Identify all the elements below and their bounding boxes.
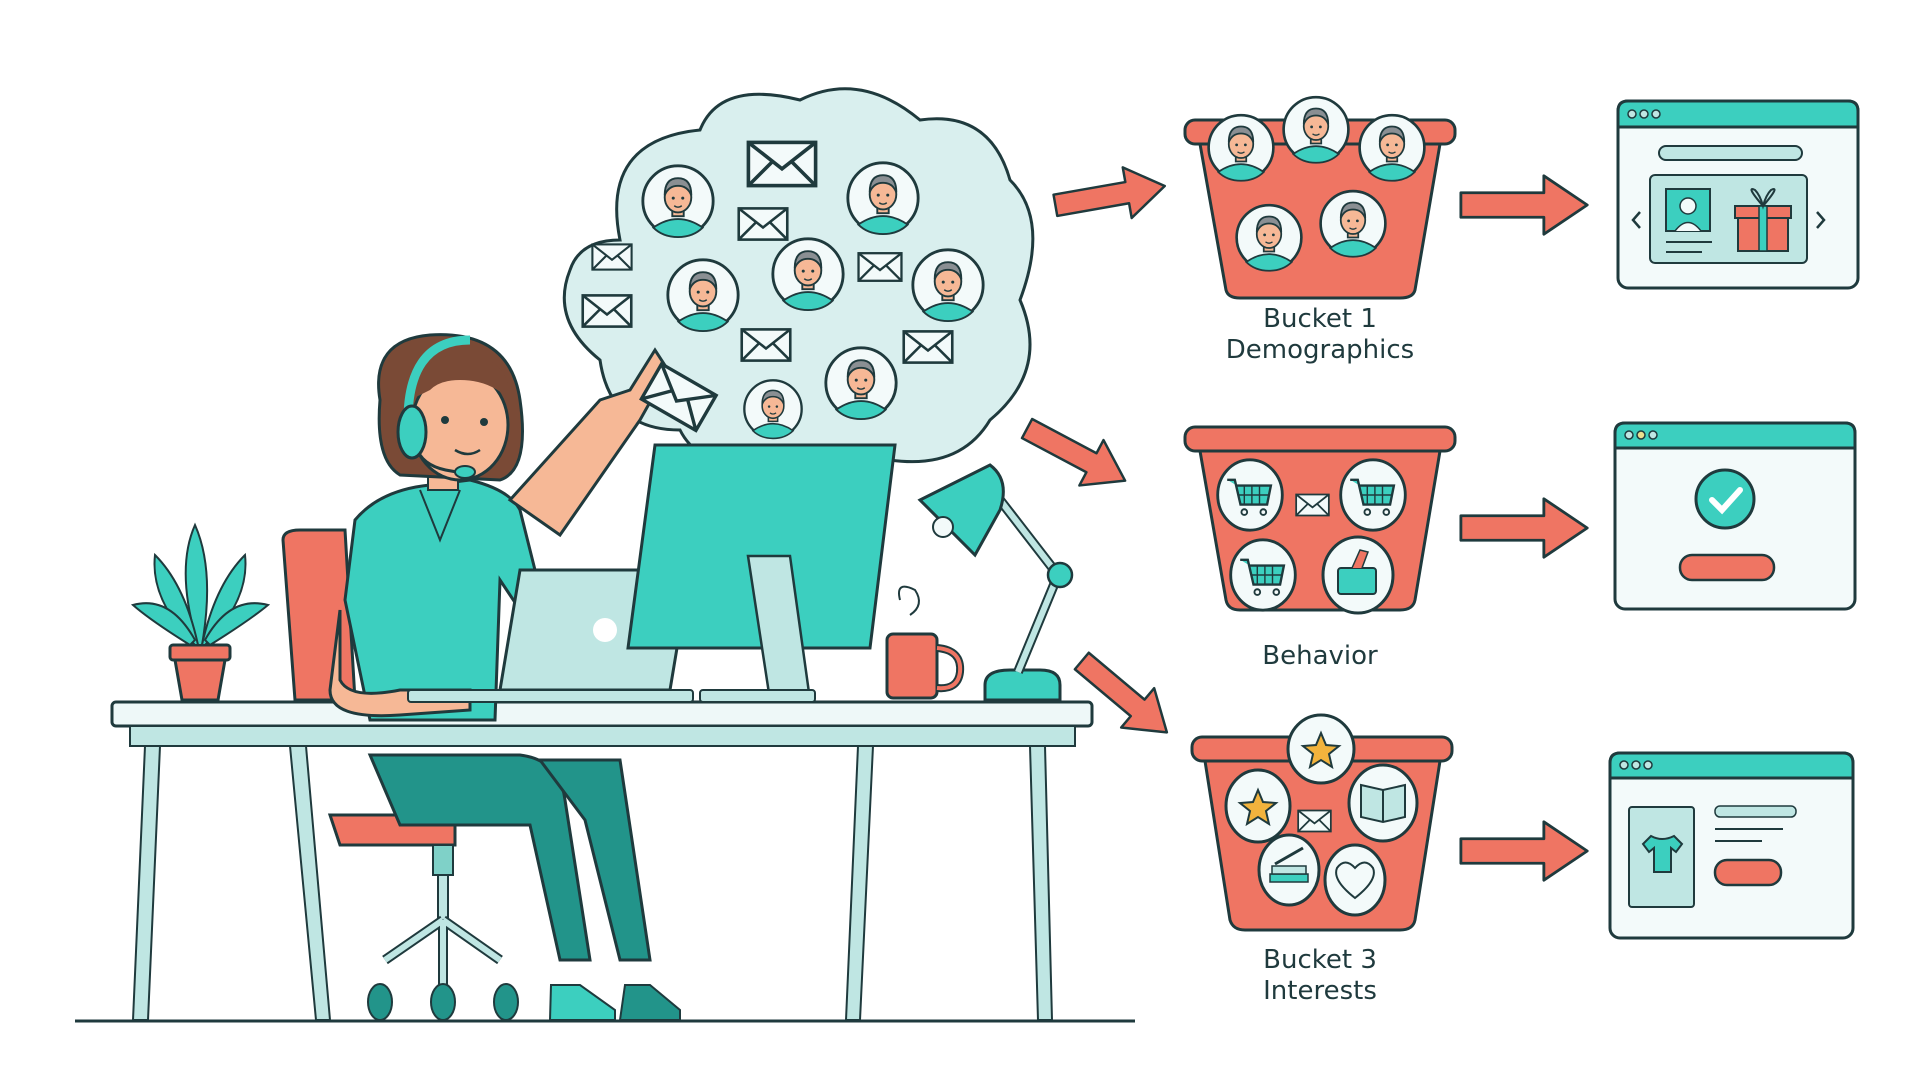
envelope-icon xyxy=(857,251,903,282)
flow-arrow-to-bucket-2 xyxy=(1013,404,1139,506)
chevron-right-icon xyxy=(1816,211,1826,229)
shopping-cart-icon xyxy=(1339,458,1407,532)
contact-avatar-icon xyxy=(771,237,845,312)
person-avatar-icon xyxy=(1319,189,1387,259)
heart-icon xyxy=(1323,843,1387,917)
books-icon xyxy=(1257,833,1321,907)
book-icon xyxy=(1347,763,1419,843)
bucket-1-label: Bucket 1 Demographics xyxy=(1180,304,1460,366)
person-avatar-icon xyxy=(1282,95,1350,165)
flow-arrow-to-card-3 xyxy=(1459,820,1589,882)
wallet-icon xyxy=(1321,535,1395,615)
envelope-icon xyxy=(581,294,633,328)
check-circle-icon xyxy=(1694,468,1756,530)
support-agent xyxy=(328,333,718,1021)
t-shirt-icon xyxy=(1641,834,1684,873)
envelope-icon xyxy=(737,207,789,241)
envelope-icon xyxy=(740,328,792,362)
gift-box-icon xyxy=(1734,188,1792,252)
person-avatar-icon xyxy=(1207,113,1275,183)
desk-lamp-icon xyxy=(917,463,1074,702)
flow-arrow-to-bucket-1 xyxy=(1049,159,1171,233)
envelope-icon xyxy=(1295,493,1330,517)
bucket-demographics xyxy=(1183,95,1457,300)
bucket-interests xyxy=(1190,713,1454,932)
contact-avatar-icon xyxy=(743,379,803,440)
bucket-3-subtitle: Interests xyxy=(1263,976,1377,1006)
envelope-icon xyxy=(902,330,954,364)
envelope-icon xyxy=(591,243,633,271)
envelope-icon xyxy=(746,140,818,188)
bucket-1-subtitle: Demographics xyxy=(1225,335,1415,365)
headset-icon xyxy=(396,404,428,460)
shopping-cart-icon xyxy=(1229,538,1297,612)
flow-arrow-to-card-1 xyxy=(1459,174,1589,236)
flow-arrow-to-bucket-3 xyxy=(1063,639,1185,754)
bucket-3-label: Bucket 3 Interests xyxy=(1180,945,1460,1007)
person-avatar-icon xyxy=(1358,113,1426,183)
envelope-icon xyxy=(1297,809,1332,833)
person-avatar-icon xyxy=(1235,203,1303,273)
flow-arrow-to-card-2 xyxy=(1459,497,1589,559)
bucket-behavior xyxy=(1183,425,1457,615)
contact-avatar-icon xyxy=(641,164,715,239)
cta-button-shape xyxy=(1713,858,1783,887)
coffee-mug-icon xyxy=(885,585,965,700)
contact-avatar-icon xyxy=(666,258,740,333)
personalized-content-card-3 xyxy=(1608,751,1855,940)
star-icon xyxy=(1224,768,1292,844)
star-icon xyxy=(1286,713,1356,785)
chevron-left-icon xyxy=(1631,211,1641,229)
desktop-monitor xyxy=(626,443,897,703)
bucket-2-label: Behavior xyxy=(1180,641,1460,672)
personalized-content-card-1 xyxy=(1616,99,1860,290)
cta-button-shape xyxy=(1678,553,1776,582)
bucket-3-title: Bucket 3 xyxy=(1263,945,1377,975)
bucket-1-title: Bucket 1 xyxy=(1263,304,1377,334)
contact-avatar-icon xyxy=(911,248,985,323)
personalized-content-card-2 xyxy=(1613,421,1857,611)
shopping-cart-icon xyxy=(1216,458,1284,532)
potted-plant-icon xyxy=(130,522,271,702)
contact-avatar-icon xyxy=(824,346,898,421)
bucket-2-title: Behavior xyxy=(1262,641,1378,671)
contact-avatar-icon xyxy=(846,161,920,236)
